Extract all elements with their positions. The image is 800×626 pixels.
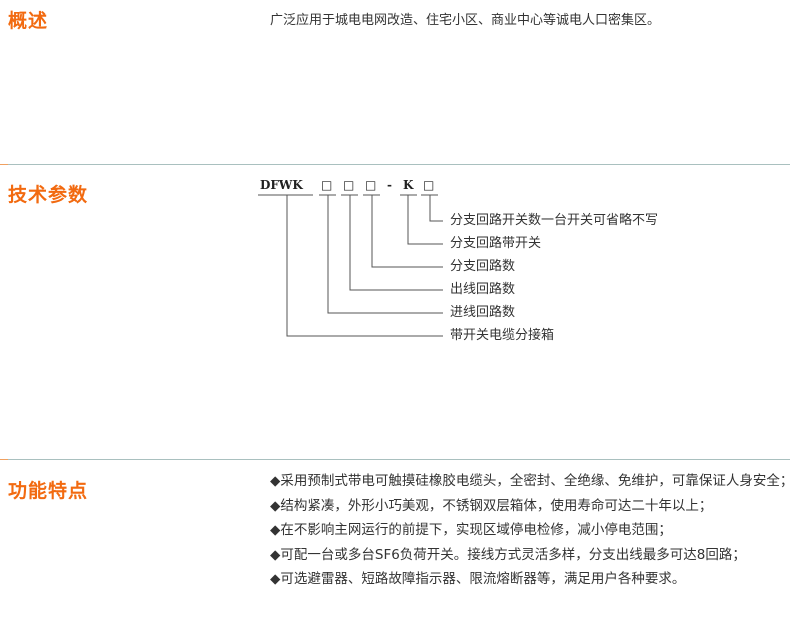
code-label: 进线回路数 <box>450 305 516 320</box>
code-box-3: □ <box>365 178 377 192</box>
code-label: 分支回路带开关 <box>450 236 542 251</box>
divider-1 <box>0 164 790 165</box>
feature-item: ◆采用预制式带电可触摸硅橡胶电缆头，全密封、全绝缘、免维护，可靠保证人身安全； <box>270 473 794 489</box>
divider-2 <box>0 459 790 460</box>
feature-item: ◆在不影响主网运行的前提下，实现区域停电检修，减小停电范围； <box>270 522 672 538</box>
code-k: K <box>403 178 414 192</box>
code-label: 分支回路数 <box>450 259 516 274</box>
features-list: ◆采用预制式带电可触摸硅橡胶电缆头，全密封、全绝缘、免维护，可靠保证人身安全； … <box>270 469 795 592</box>
overview-text: 广泛应用于城电电网改造、住宅小区、商业中心等诚电人口密集区。 <box>270 13 661 28</box>
code-label: 带开关电缆分接箱 <box>450 328 555 343</box>
feature-item: ◆可选避雷器、短路故障指示器、限流熔断器等，满足用户各种要求。 <box>270 571 686 587</box>
code-box-2: □ <box>343 178 355 192</box>
tech-heading: 技术参数 <box>8 184 89 206</box>
code-box-4: □ <box>423 178 435 192</box>
code-label: 出线回路数 <box>450 282 516 297</box>
model-prefix: DFWK <box>260 178 303 192</box>
code-label: 分支回路开关数一台开关可省略不写 <box>450 213 659 228</box>
code-box-1: □ <box>321 178 333 192</box>
features-heading: 功能特点 <box>8 480 89 502</box>
overview-heading: 概述 <box>8 10 49 32</box>
feature-item: ◆结构紧凑，外形小巧美观，不锈钢双层箱体，使用寿命可达二十年以上； <box>270 497 713 514</box>
code-dash: - <box>387 178 392 192</box>
feature-item: ◆可配一台或多台SF6负荷开关。接线方式灵活多样，分支出线最多可达8回路； <box>270 546 746 563</box>
